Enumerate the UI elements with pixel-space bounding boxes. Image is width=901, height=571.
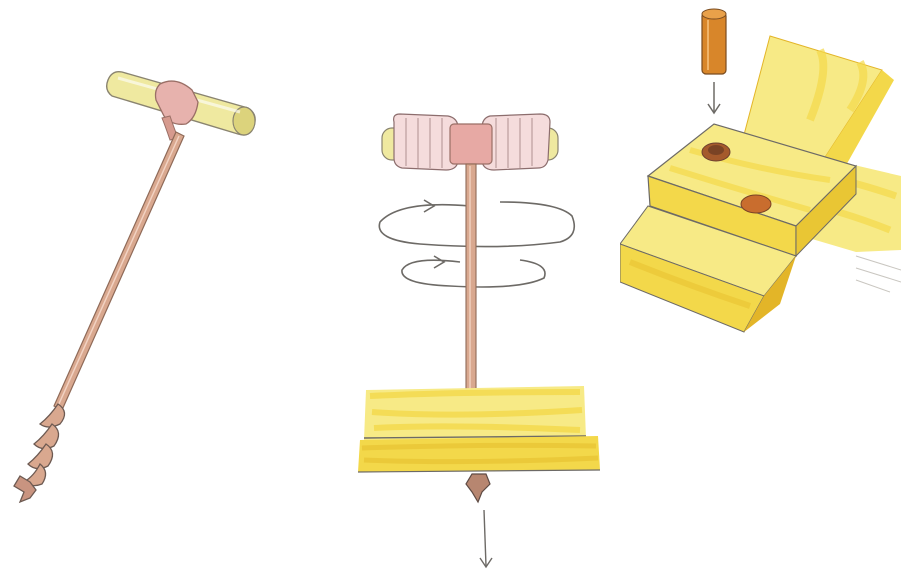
- auger-tool-panel: [0, 0, 300, 571]
- bit-tip: [466, 474, 490, 502]
- lower-board: [358, 436, 600, 472]
- rotation-arrows: [379, 200, 574, 287]
- drilling-panel: [300, 0, 620, 571]
- dowel-joint-drawing: [620, 0, 901, 571]
- drill-shaft: [466, 164, 486, 413]
- left-hand: [394, 114, 458, 170]
- drilling-drawing: [300, 0, 620, 571]
- down-arrow: [480, 510, 492, 567]
- auger-collar: [156, 81, 199, 140]
- drill-handle-with-hands: [382, 114, 558, 170]
- rotation-arrow-head-lower: [434, 256, 444, 268]
- insert-arrow: [708, 82, 720, 113]
- upper-board: [364, 386, 586, 440]
- drill-collar: [450, 124, 492, 164]
- auger-tool-drawing: [0, 0, 300, 571]
- dowel-hole-right: [741, 195, 771, 213]
- dowel-joint-panel: [620, 0, 901, 571]
- auger-shaft: [54, 132, 184, 410]
- auger-spiral-bit: [14, 404, 65, 502]
- dowel: [702, 9, 726, 74]
